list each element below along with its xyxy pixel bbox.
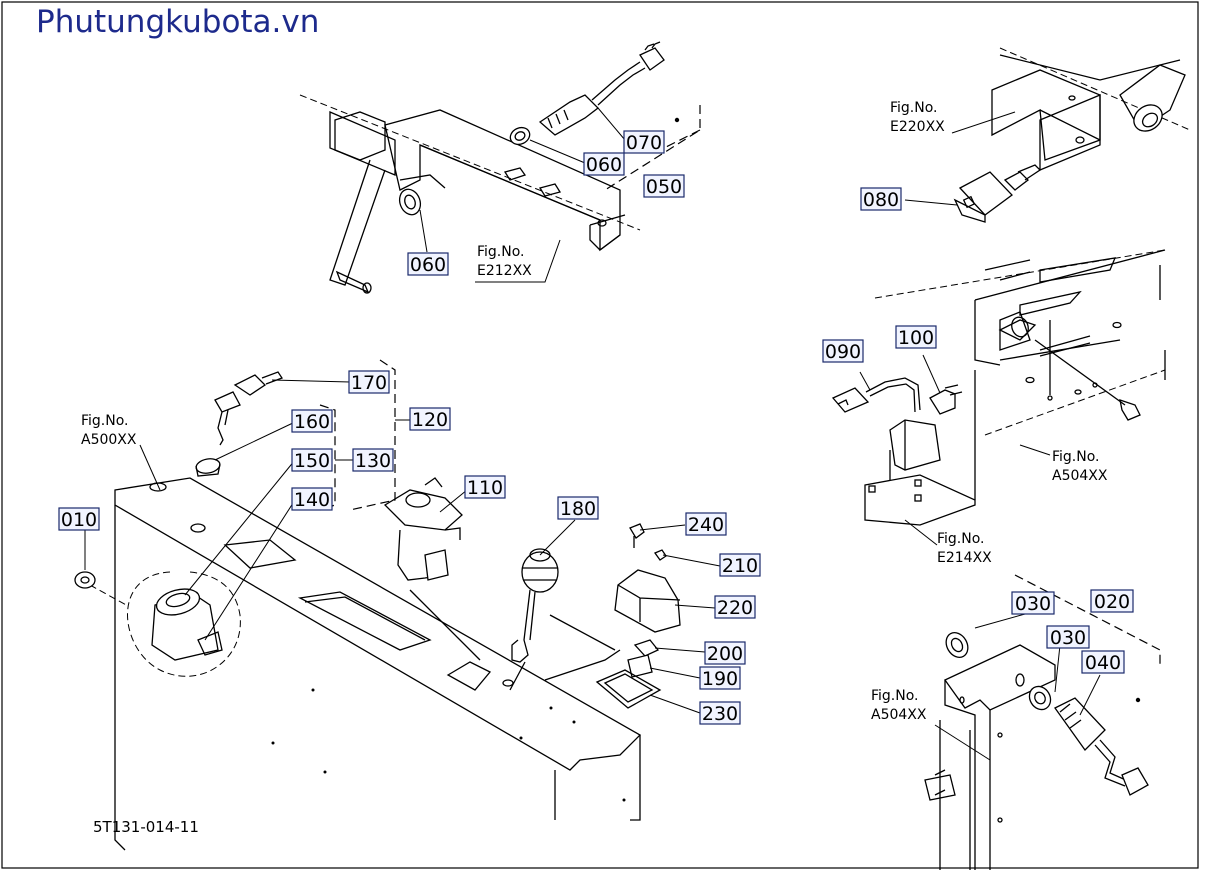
callout-110-label: 110 (467, 477, 503, 499)
callout-060-lower[interactable]: 060 (407, 252, 449, 276)
callout-240-label: 240 (688, 514, 724, 536)
right-middle-frame (831, 249, 1166, 546)
callout-180[interactable]: 180 (557, 496, 599, 520)
callout-180-label: 180 (560, 498, 596, 520)
callout-150[interactable]: 150 (291, 448, 333, 472)
callout-160-label: 160 (294, 411, 330, 433)
callout-060-lower-label: 060 (410, 254, 446, 276)
callout-060-upper-label: 060 (586, 154, 622, 176)
callout-200[interactable]: 200 (704, 641, 746, 665)
callout-170[interactable]: 170 (348, 370, 390, 394)
fig-ref-e220-line2: E220XX (890, 119, 945, 135)
callout-040-label: 040 (1085, 652, 1121, 674)
callout-040[interactable]: 040 (1081, 650, 1125, 674)
brake-bracket-assembly (299, 41, 701, 294)
callout-120[interactable]: 120 (409, 407, 451, 431)
callout-140[interactable]: 140 (291, 487, 333, 511)
callout-090[interactable]: 090 (822, 339, 864, 363)
fig-ref-e212: Fig.No. E212XX (477, 244, 532, 279)
callout-110[interactable]: 110 (464, 475, 506, 499)
callout-210[interactable]: 210 (719, 553, 761, 577)
callout-140-label: 140 (294, 489, 330, 511)
fig-ref-e214-line1: Fig.No. (937, 531, 985, 547)
callout-240[interactable]: 240 (685, 512, 727, 536)
fig-ref-a500: Fig.No. A500XX (81, 413, 137, 448)
callout-220-label: 220 (717, 597, 753, 619)
watermark: Phutungkubota.vn (36, 4, 320, 40)
callout-030-upper[interactable]: 030 (1011, 591, 1055, 615)
fig-ref-e214-line2: E214XX (937, 550, 992, 566)
fig-ref-e212-line2: E212XX (477, 263, 532, 279)
callout-020[interactable]: 020 (1090, 589, 1134, 613)
callout-080[interactable]: 080 (860, 187, 902, 211)
callout-230-label: 230 (702, 703, 738, 725)
callout-190[interactable]: 190 (699, 666, 741, 690)
right-upper-bracket (904, 47, 1191, 223)
fig-ref-a504-upper-line2: A504XX (1052, 468, 1108, 484)
callout-150-label: 150 (294, 450, 330, 472)
callout-190-label: 190 (702, 668, 738, 690)
callout-030-lower-label: 030 (1050, 627, 1086, 649)
fig-ref-a504-upper: Fig.No. A504XX (1052, 449, 1108, 484)
callout-160[interactable]: 160 (291, 409, 333, 433)
callout-090-label: 090 (825, 341, 861, 363)
callout-010-label: 010 (61, 509, 97, 531)
callout-050[interactable]: 050 (643, 174, 685, 198)
fig-ref-a500-line1: Fig.No. (81, 413, 129, 429)
lower-right-bracket (924, 574, 1161, 870)
callout-020-label: 020 (1094, 591, 1130, 613)
fig-ref-e214: Fig.No. E214XX (937, 531, 992, 566)
callout-050-label: 050 (646, 176, 682, 198)
fig-ref-a500-line2: A500XX (81, 432, 137, 448)
callout-220[interactable]: 220 (714, 595, 756, 619)
callout-070[interactable]: 070 (623, 130, 665, 154)
callout-130[interactable]: 130 (352, 448, 394, 472)
callout-170-label: 170 (351, 372, 387, 394)
callout-120-label: 120 (412, 409, 448, 431)
fig-ref-a504-lower-line1: Fig.No. (871, 688, 919, 704)
callout-030-upper-label: 030 (1015, 593, 1051, 615)
callout-210-label: 210 (722, 555, 758, 577)
callout-130-label: 130 (355, 450, 391, 472)
callout-100[interactable]: 100 (895, 325, 937, 349)
fig-ref-a504-upper-line1: Fig.No. (1052, 449, 1100, 465)
callout-200-label: 200 (707, 643, 743, 665)
fig-ref-e220-line1: Fig.No. (890, 100, 938, 116)
callout-080-label: 080 (863, 189, 899, 211)
fig-ref-e220: Fig.No. E220XX (890, 100, 945, 135)
fig-ref-a504-lower: Fig.No. A504XX (871, 688, 927, 723)
callout-010[interactable]: 010 (58, 507, 100, 531)
drawing-code: 5T131-014-11 (93, 818, 199, 836)
fig-ref-e212-line1: Fig.No. (477, 244, 525, 260)
callout-070-label: 070 (626, 132, 662, 154)
dashboard-panel (74, 359, 721, 851)
callout-030-lower[interactable]: 030 (1046, 625, 1090, 649)
callout-060-upper[interactable]: 060 (583, 152, 625, 176)
callout-230[interactable]: 230 (699, 701, 741, 725)
callout-100-label: 100 (898, 327, 934, 349)
fig-ref-a504-lower-line2: A504XX (871, 707, 927, 723)
